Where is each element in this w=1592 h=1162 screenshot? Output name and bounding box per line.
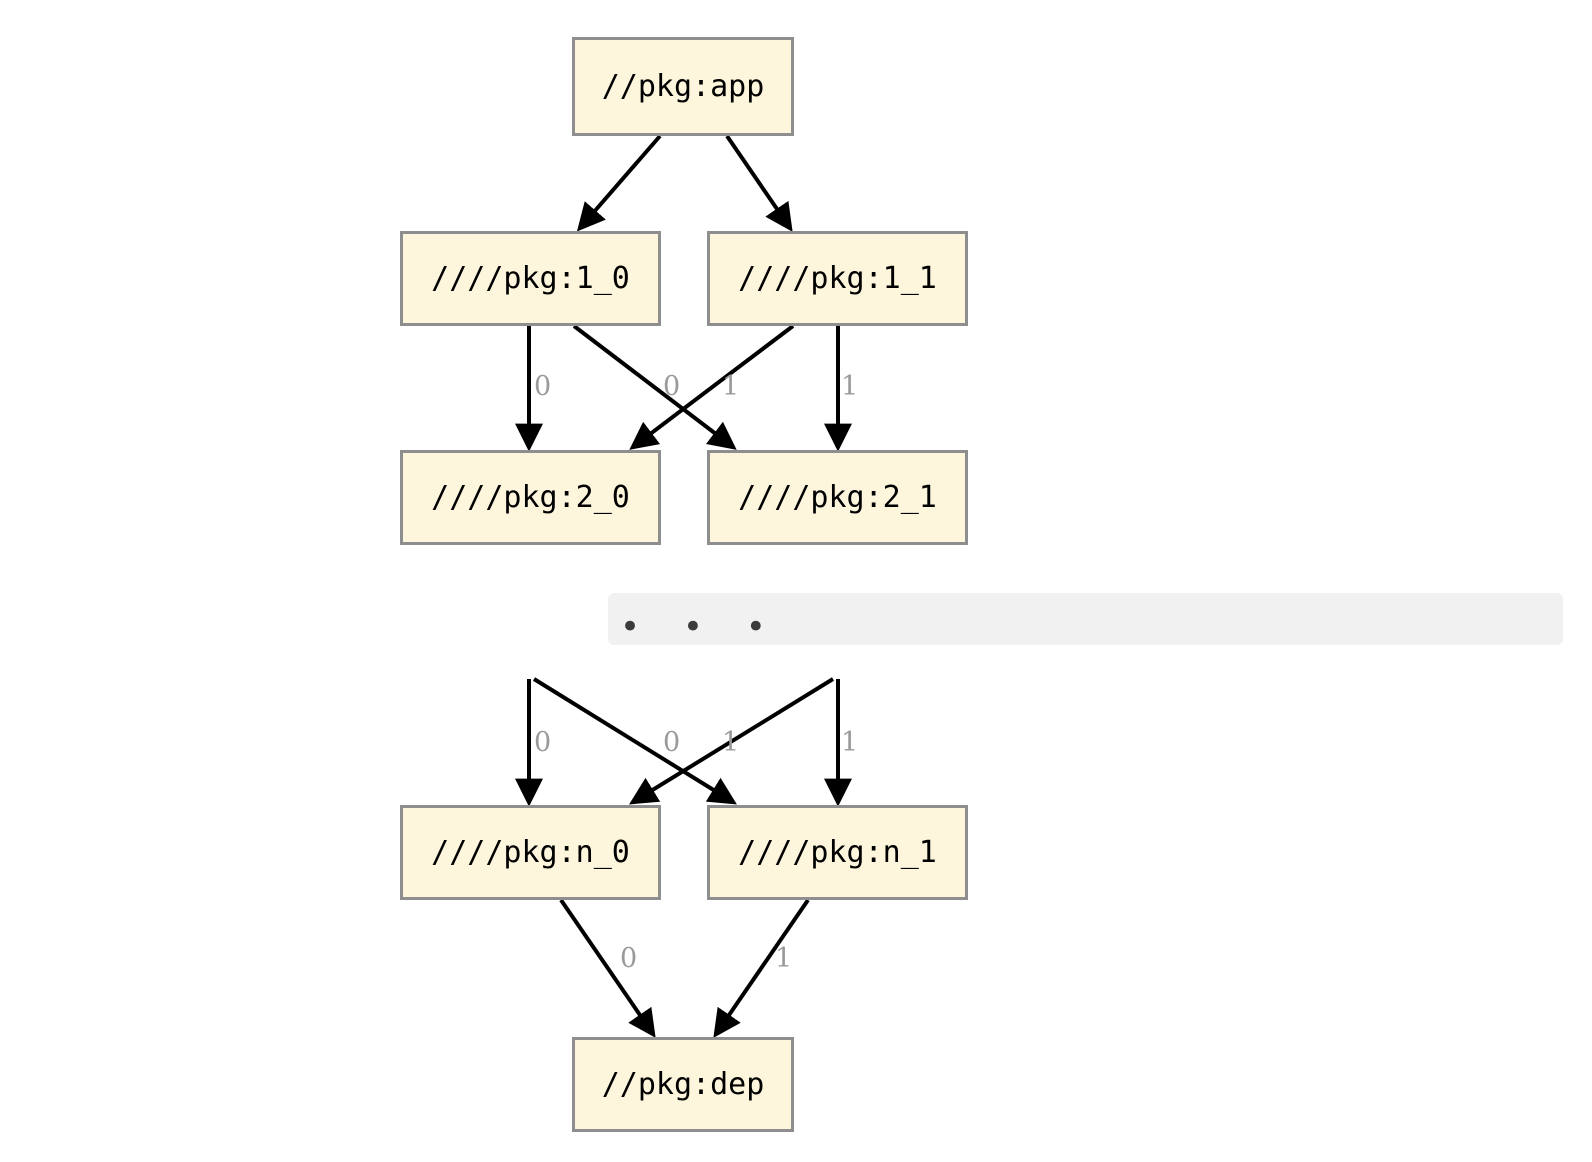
edge-label: 0	[620, 943, 637, 974]
node-1_1[interactable]: ////pkg:1_1	[707, 231, 968, 326]
edge-1_0-to-2_1	[572, 324, 737, 450]
node-label: //pkg:app	[601, 69, 765, 104]
node-n_1[interactable]: ////pkg:n_1	[707, 805, 968, 900]
ellipsis-dots: • • •	[620, 607, 782, 647]
node-2_0[interactable]: ////pkg:2_0	[400, 450, 661, 545]
edge-label: 0	[663, 371, 680, 402]
edge-group	[515, 134, 852, 1038]
node-n_0[interactable]: ////pkg:n_0	[400, 805, 661, 900]
edge-n_0-to-dep	[559, 898, 656, 1038]
edge-src-to-n_0	[629, 677, 835, 805]
node-label: ////pkg:n_0	[431, 835, 630, 870]
node-2_1[interactable]: ////pkg:2_1	[707, 450, 968, 545]
edge-label: 0	[534, 371, 551, 402]
node-label: ////pkg:1_1	[738, 261, 937, 296]
section-ellipsis-divider: • • •	[608, 593, 1563, 645]
edge-label: 1	[841, 371, 858, 402]
node-label: ////pkg:2_0	[431, 480, 630, 515]
edge-label: 0	[534, 727, 551, 758]
edge-n_1-to-dep	[713, 898, 810, 1038]
edge-1_1-to-2_0	[629, 324, 795, 450]
edge-label-group: 0 1 0 1 0 1 0 1 0 1	[534, 371, 858, 974]
edge-app-to-1_0	[576, 134, 662, 232]
node-label: ////pkg:n_1	[738, 835, 937, 870]
edge-label: 1	[841, 727, 858, 758]
node-dep[interactable]: //pkg:dep	[572, 1037, 794, 1132]
edge-label: 1	[722, 727, 739, 758]
node-label: ////pkg:2_1	[738, 480, 937, 515]
edge-label: 1	[722, 371, 739, 402]
edge-label: 1	[775, 943, 792, 974]
edge-src-to-n_1	[532, 677, 737, 805]
node-1_0[interactable]: ////pkg:1_0	[400, 231, 661, 326]
node-label: //pkg:dep	[601, 1067, 765, 1102]
edge-app-to-1_1	[725, 134, 793, 232]
edge-label: 0	[663, 727, 680, 758]
node-label: ////pkg:1_0	[431, 261, 630, 296]
node-app[interactable]: //pkg:app	[572, 37, 794, 136]
